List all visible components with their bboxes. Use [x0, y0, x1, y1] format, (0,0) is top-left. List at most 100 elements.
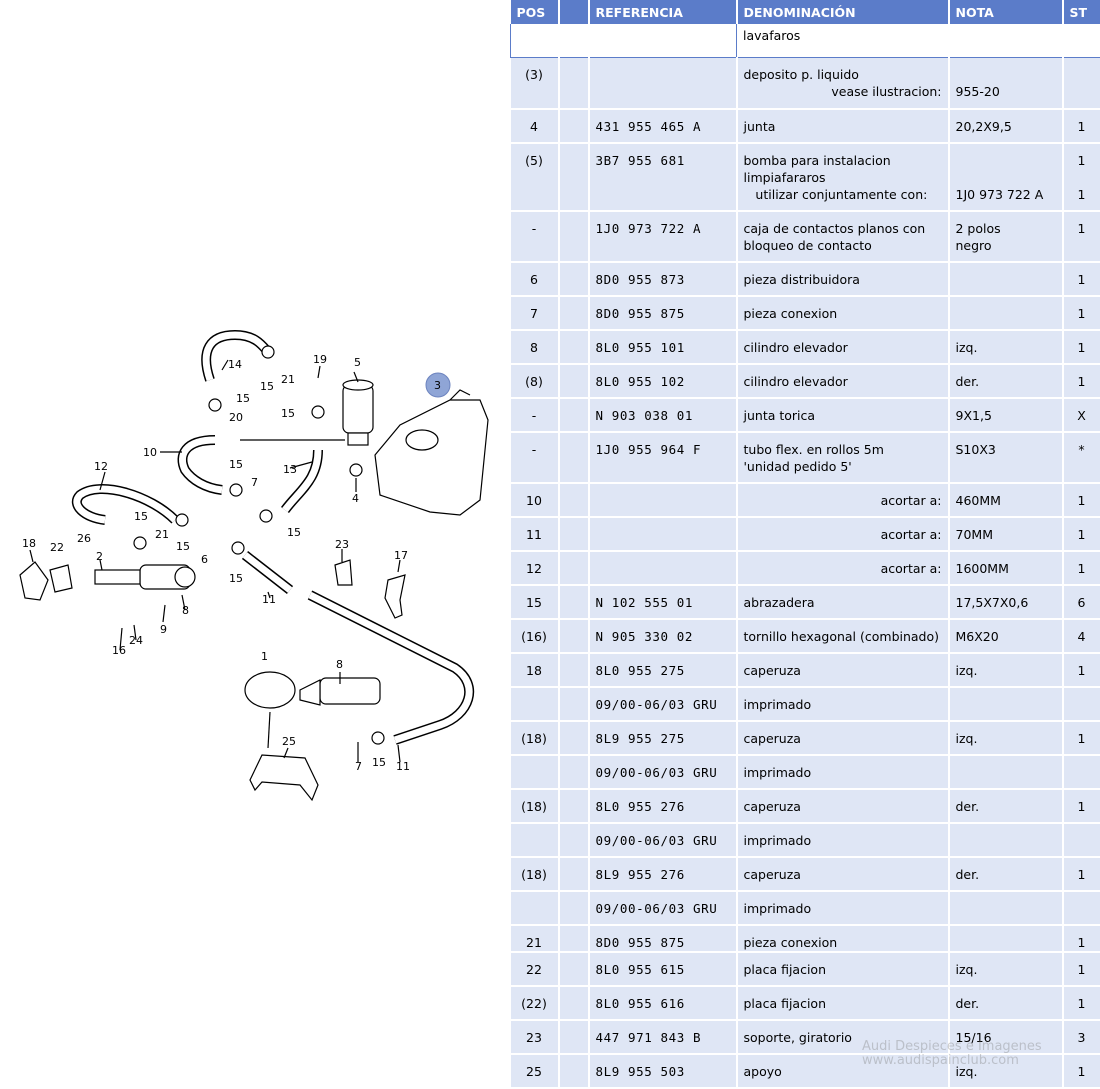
col-header-st: ST: [1063, 0, 1100, 24]
cell-denominacion: caperuza: [737, 857, 949, 891]
denominacion-line: imprimado: [744, 764, 948, 781]
cell-st: [1063, 891, 1100, 925]
cell-referencia: N 905 330 02: [589, 619, 737, 653]
cell-referencia: 09/00-06/03 GRU: [589, 891, 737, 925]
cell-blank: [559, 296, 589, 330]
cell-blank: [559, 262, 589, 296]
denominacion-rightnote: acortar a:: [744, 560, 948, 577]
cell-pos: 6: [511, 262, 559, 296]
nota-line: [956, 169, 1062, 186]
watermark: Audi Despieces e Imagenes www.audispainc…: [862, 1040, 1042, 1068]
cell-nota: 1600MM: [949, 551, 1063, 585]
cell-referencia: 8L0 955 275: [589, 653, 737, 687]
cell-denominacion: tornillo hexagonal (combinado): [737, 619, 949, 653]
cell-nota: [949, 925, 1063, 952]
cell-st: 1: [1063, 551, 1100, 585]
cell-referencia: 8D0 955 875: [589, 925, 737, 952]
cell-denominacion: caperuza: [737, 721, 949, 755]
denominacion-line: pieza conexion: [744, 934, 948, 951]
cell-nota: [949, 823, 1063, 857]
denominacion-line: bomba para instalacion: [744, 152, 948, 169]
cell-blank: [559, 952, 589, 986]
nota-line: 2 polos: [956, 220, 1062, 237]
cell-blank: [559, 653, 589, 687]
nota-line: 70MM: [956, 526, 1062, 543]
st-line: [1064, 696, 1100, 713]
cell-nota: 70MM: [949, 517, 1063, 551]
cell-referencia: 431 955 465 A: [589, 109, 737, 143]
callout-10: 10: [143, 446, 157, 459]
st-line: [1064, 764, 1100, 781]
cell-referencia: 8L9 955 275: [589, 721, 737, 755]
cell-blank: [559, 986, 589, 1020]
nota-line: der.: [956, 798, 1062, 815]
nota-line: 17,5X7X0,6: [956, 594, 1062, 611]
cell-pos: (5): [511, 143, 559, 211]
callout-11b: 11: [396, 760, 410, 773]
cell-pos: -: [511, 398, 559, 432]
st-line: 1: [1064, 934, 1100, 951]
denominacion-line: utilizar conjuntamente con:: [744, 186, 948, 203]
callout-19: 19: [313, 353, 327, 366]
cell-pos: 11: [511, 517, 559, 551]
cell-denominacion: placa fijacion: [737, 986, 949, 1020]
cell-denominacion: abrazadera: [737, 585, 949, 619]
cell-pos: 7: [511, 296, 559, 330]
st-line: [1064, 832, 1100, 849]
cell-nota: [949, 891, 1063, 925]
col-header-denominacion: DENOMINACIÓN: [737, 0, 949, 24]
callout-21b: 21: [281, 373, 295, 386]
cell-referencia: N 102 555 01: [589, 585, 737, 619]
cell-referencia: 09/00-06/03 GRU: [589, 755, 737, 789]
cell-pos: (22): [511, 986, 559, 1020]
nota-line: S10X3: [956, 441, 1062, 458]
denominacion-line: cilindro elevador: [744, 373, 948, 390]
st-line: 1: [1064, 798, 1100, 815]
cell-nota: 460MM: [949, 483, 1063, 517]
st-line: 6: [1064, 594, 1100, 611]
nota-line: [956, 271, 1062, 288]
cell-st: 1: [1063, 296, 1100, 330]
cell-nota: der.: [949, 789, 1063, 823]
denominacion-line: tubo flex. en rollos 5m: [744, 441, 948, 458]
cell-denominacion: cilindro elevador: [737, 330, 949, 364]
cell-denominacion: placa fijacion: [737, 952, 949, 986]
cell-pos: [511, 687, 559, 721]
cell-referencia: 8L0 955 101: [589, 330, 737, 364]
nota-line: izq.: [956, 662, 1062, 679]
cell-blank: [559, 330, 589, 364]
nota-line: 9X1,5: [956, 407, 1062, 424]
denominacion-line: caperuza: [744, 798, 948, 815]
cell-blank: [559, 143, 589, 211]
denominacion-line: 'unidad pedido 5': [744, 458, 948, 475]
denominacion-line: junta: [744, 118, 948, 135]
denominacion-line: pieza distribuidora: [744, 271, 948, 288]
nota-line: der.: [956, 373, 1062, 390]
st-line: 1: [1064, 152, 1100, 169]
cell-referencia: 3B7 955 681: [589, 143, 737, 211]
cell-blank: [559, 483, 589, 517]
cell-pos: [511, 755, 559, 789]
callout-22: 22: [50, 541, 64, 554]
cell-nota: 955-20: [949, 57, 1063, 109]
cell-pos: (18): [511, 789, 559, 823]
cell-st: 1: [1063, 109, 1100, 143]
cell-referencia: 1J0 955 964 F: [589, 432, 737, 483]
col-header-blank: [559, 0, 589, 24]
callout-12: 12: [94, 460, 108, 473]
cell-st: [1063, 755, 1100, 789]
denominacion-line: tornillo hexagonal (combinado): [744, 628, 948, 645]
cell-denominacion: cilindro elevador: [737, 364, 949, 398]
